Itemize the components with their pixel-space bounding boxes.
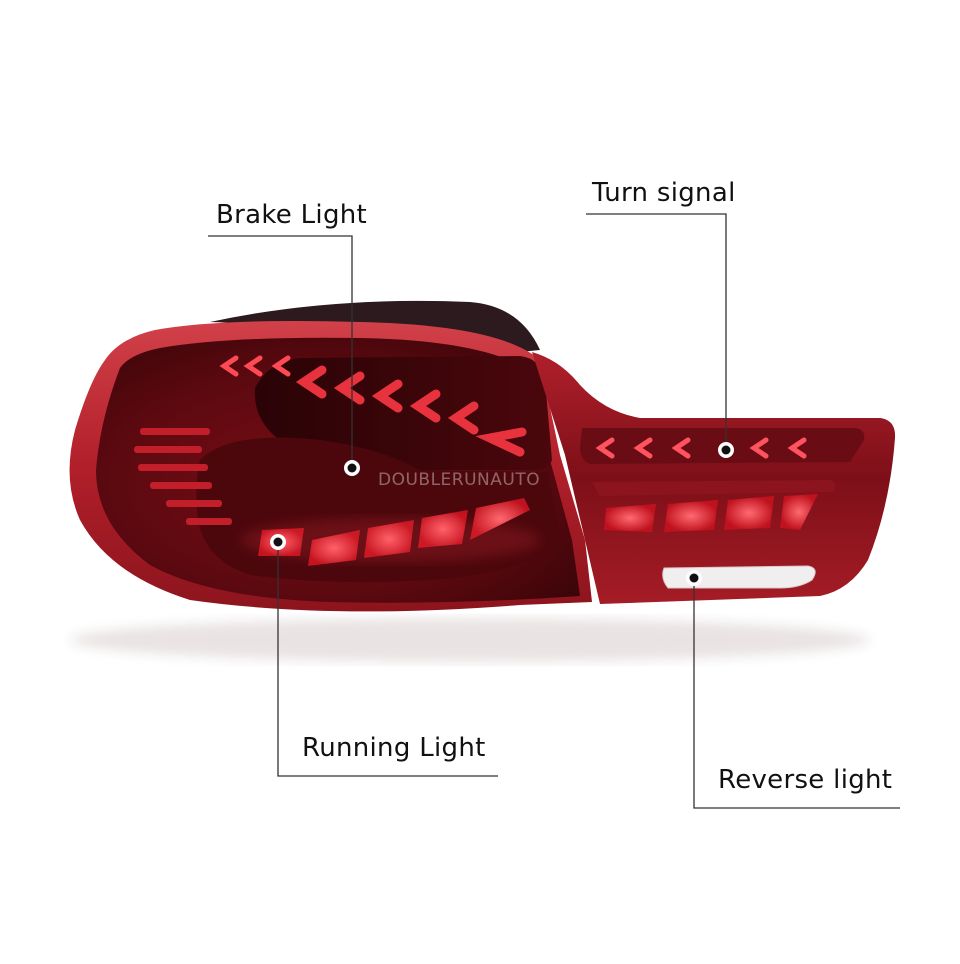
top-trim xyxy=(210,300,540,352)
running-led-bars xyxy=(134,428,232,525)
floor-shadow xyxy=(70,618,870,662)
callout-lines xyxy=(208,213,900,809)
left-chevron-strip xyxy=(219,355,291,377)
brake-light-label: Brake Light xyxy=(216,200,368,230)
reverse-light-lens xyxy=(662,565,816,589)
callout-dots xyxy=(270,442,734,586)
brake-chevrons xyxy=(295,365,527,457)
turn-chevrons xyxy=(595,437,807,459)
right-glow-segments xyxy=(604,494,818,532)
turn-signal-label: Turn signal xyxy=(592,178,736,208)
inner-trunk-lamp xyxy=(532,352,896,604)
reverse-light-label: Reverse light xyxy=(718,765,893,795)
watermark: DOUBLERUNAUTO xyxy=(378,470,541,490)
running-light-label: Running Light xyxy=(302,733,486,763)
